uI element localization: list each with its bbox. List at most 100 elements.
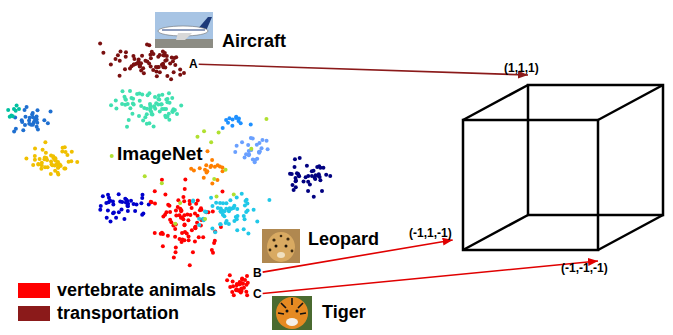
data-point [210, 204, 214, 208]
data-point [160, 178, 164, 182]
point-text: B [253, 266, 262, 280]
leopard-photo [262, 229, 300, 263]
data-point [176, 205, 180, 209]
data-point [197, 223, 201, 227]
data-point [202, 129, 206, 133]
data-point [173, 227, 177, 231]
data-point [41, 148, 45, 152]
data-point [38, 157, 42, 161]
data-point [182, 223, 186, 227]
data-point [109, 103, 113, 107]
data-point [140, 93, 144, 97]
leopard-eye [285, 245, 288, 248]
data-point [35, 108, 39, 112]
data-point [317, 174, 321, 178]
data-point [232, 293, 236, 297]
data-point [305, 164, 309, 168]
data-point [35, 115, 39, 119]
data-point [224, 168, 228, 172]
data-point [230, 124, 234, 128]
data-point [15, 104, 19, 108]
data-point [143, 59, 147, 63]
data-point [179, 208, 183, 212]
data-point [196, 199, 200, 203]
data-point [161, 64, 165, 68]
point-text: C [253, 287, 262, 301]
data-point [150, 112, 154, 116]
data-point [131, 101, 135, 105]
data-point [173, 63, 177, 67]
data-point [242, 227, 246, 231]
data-point [157, 97, 161, 101]
data-point [149, 56, 153, 60]
legend-text: transportation [57, 303, 179, 323]
photo-ground [262, 229, 300, 263]
data-point [220, 189, 224, 193]
data-point [174, 250, 178, 254]
data-point [235, 228, 239, 232]
data-point [293, 165, 297, 169]
data-point [117, 192, 121, 196]
data-point [145, 122, 149, 126]
data-point [178, 68, 182, 72]
data-point [267, 198, 271, 202]
point-label: (-1,1,-1) [408, 226, 453, 240]
data-point [221, 201, 225, 205]
data-point [129, 96, 133, 100]
data-point [167, 118, 171, 122]
data-point [142, 106, 146, 110]
photo-ground [155, 39, 213, 48]
data-point [124, 50, 128, 54]
leopard-spot [291, 250, 294, 253]
data-point [168, 61, 172, 65]
data-point [33, 154, 37, 158]
data-point [191, 199, 195, 203]
data-point [213, 230, 217, 234]
data-point [214, 201, 218, 205]
data-point [231, 280, 235, 284]
data-point [117, 210, 121, 214]
class-label: ImageNet [117, 144, 203, 164]
data-point [234, 288, 238, 292]
point-text: A [189, 57, 198, 71]
data-point [111, 211, 115, 215]
data-point [138, 99, 142, 103]
data-point [240, 192, 244, 196]
data-point [192, 168, 196, 172]
data-point [101, 51, 105, 55]
plane-wing [176, 33, 192, 40]
data-point [183, 177, 187, 181]
data-point [167, 91, 171, 95]
data-point [157, 94, 161, 98]
data-point [257, 150, 261, 154]
data-point [161, 49, 165, 53]
data-point [133, 209, 137, 213]
data-point [36, 163, 40, 167]
data-point [44, 151, 48, 155]
data-point [249, 122, 253, 126]
photo-ground [272, 296, 312, 330]
data-point [197, 235, 201, 239]
data-point [120, 200, 124, 204]
data-point [162, 107, 166, 111]
data-point [36, 162, 40, 166]
data-point [233, 150, 237, 154]
data-point [43, 140, 47, 144]
data-point [235, 195, 239, 199]
data-point [208, 165, 212, 169]
data-point [210, 248, 214, 252]
data-point [156, 55, 160, 59]
data-point [193, 225, 197, 229]
data-point [244, 152, 248, 156]
data-point [123, 197, 127, 201]
data-point [123, 95, 127, 99]
data-point [152, 124, 156, 128]
data-point [118, 59, 122, 63]
data-point [190, 228, 194, 232]
data-point [199, 208, 203, 212]
data-point [50, 163, 54, 167]
data-point [114, 216, 118, 220]
data-point [149, 200, 153, 204]
data-point [215, 194, 219, 198]
data-point [218, 165, 222, 169]
